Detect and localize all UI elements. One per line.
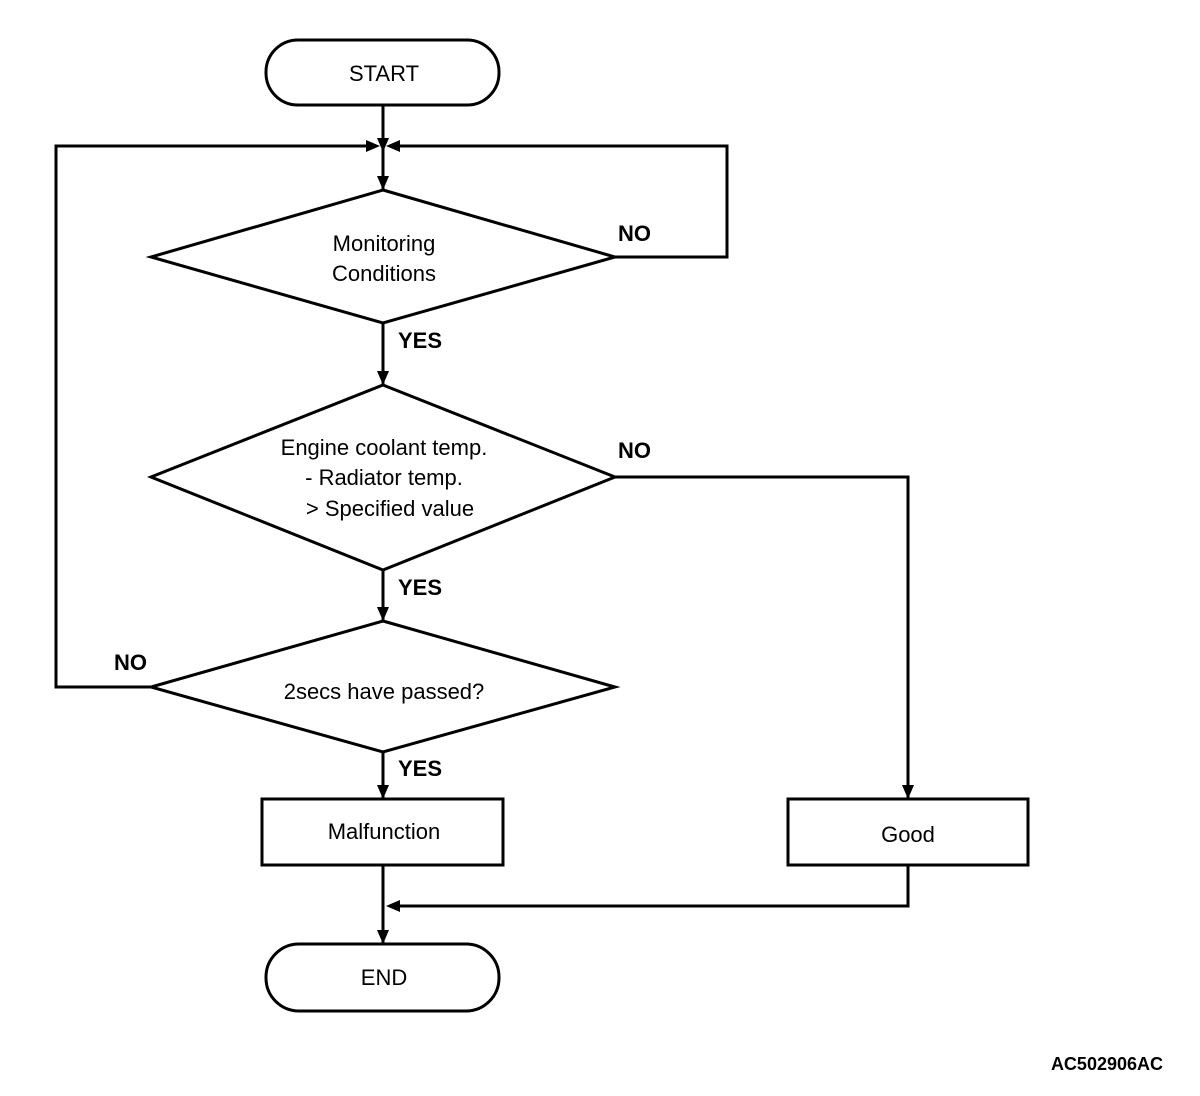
malfunction-box: Malfunction xyxy=(260,797,505,867)
malfunction-label: Malfunction xyxy=(328,819,441,844)
monitoring-no-label: NO xyxy=(618,221,651,246)
arrow-into-merge-from-top xyxy=(377,138,389,152)
connector-time-no-loop xyxy=(54,144,376,689)
arrow-into-good xyxy=(902,785,914,799)
monitoring-label-line-1: Monitoring xyxy=(333,231,436,256)
monitoring-yes-label: YES xyxy=(398,328,442,353)
start-label: START xyxy=(349,61,419,86)
time-label: 2secs have passed? xyxy=(284,679,485,704)
time-elapsed-decision: 2secs have passed? xyxy=(145,619,621,754)
temp-label-line-1: Engine coolant temp. xyxy=(281,435,488,460)
arrow-into-merge-from-right xyxy=(386,140,400,152)
time-yes-label: YES xyxy=(398,756,442,781)
coolant-temp-decision: Engine coolant temp. - Radiator temp. > … xyxy=(146,383,620,572)
arrow-into-time-check xyxy=(377,607,389,621)
connector-monitoring-no-loop xyxy=(390,144,729,259)
monitoring-conditions-decision: Monitoring Conditions xyxy=(145,188,621,325)
end-terminal: END xyxy=(264,942,501,1013)
arrow-good-merge xyxy=(386,900,400,912)
arrow-into-malfunction xyxy=(377,785,389,799)
arrow-into-merge-from-left xyxy=(366,140,380,152)
good-box: Good xyxy=(786,797,1030,867)
end-label: END xyxy=(361,965,407,990)
temp-yes-label: YES xyxy=(398,575,442,600)
connector-good-return xyxy=(390,865,910,908)
arrow-into-end xyxy=(377,930,389,944)
temp-no-label: NO xyxy=(618,438,651,463)
start-terminal: START xyxy=(264,38,501,107)
connector-temp-no xyxy=(615,475,910,799)
monitoring-label-line-2: Conditions xyxy=(332,261,436,286)
arrow-into-temp-check xyxy=(377,371,389,385)
temp-label-line-3: > Specified value xyxy=(306,496,474,521)
good-label: Good xyxy=(881,822,935,847)
time-no-label: NO xyxy=(114,650,147,675)
arrow-into-monitoring xyxy=(377,176,389,190)
temp-label-line-2: - Radiator temp. xyxy=(305,465,463,490)
figure-code: AC502906AC xyxy=(1051,1054,1163,1074)
